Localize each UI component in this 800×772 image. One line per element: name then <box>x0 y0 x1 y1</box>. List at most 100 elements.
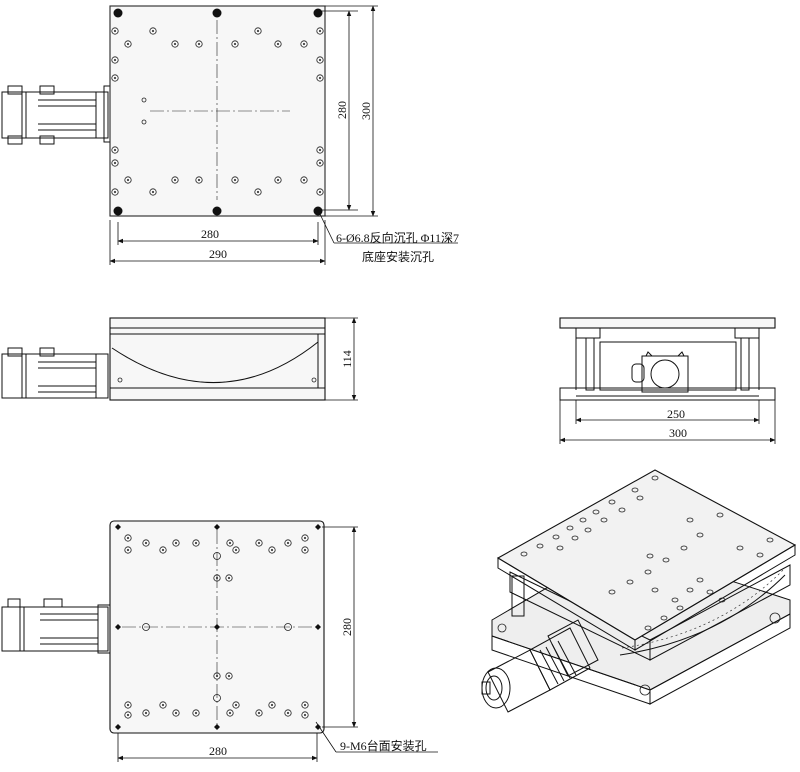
tapped-hole-center <box>127 537 129 539</box>
iso-hole <box>536 543 544 549</box>
tapped-hole-center <box>114 149 116 151</box>
iso-hole <box>696 532 704 538</box>
pin-hole <box>141 119 147 125</box>
tapped-hole-center <box>216 675 218 677</box>
iso-hole <box>651 587 659 593</box>
tapped-hole <box>316 56 324 64</box>
tapped-hole <box>124 40 132 48</box>
top-view-height-inner: 280 <box>335 101 349 119</box>
tapped-hole-center <box>257 30 259 32</box>
table-mount-hole <box>214 624 220 630</box>
tapped-hole <box>301 711 309 719</box>
tapped-hole-center <box>152 191 154 193</box>
tapped-hole <box>274 40 282 48</box>
pin-hole <box>141 97 147 103</box>
tapped-hole-center <box>319 59 321 61</box>
bottom-view: 280 280 9-M6台面安装孔 <box>1 520 438 762</box>
tapped-hole <box>231 176 239 184</box>
mount-hole <box>113 8 123 18</box>
iso-hole <box>571 535 579 541</box>
tapped-hole <box>268 546 276 554</box>
tapped-hole-center <box>229 542 231 544</box>
tapped-hole-center <box>216 577 218 579</box>
tapped-hole-center <box>235 549 237 551</box>
iso-hole <box>660 615 668 621</box>
tapped-hole-center <box>195 542 197 544</box>
tapped-hole <box>124 534 132 542</box>
tapped-hole <box>149 27 157 35</box>
tapped-hole-center <box>114 30 116 32</box>
top-view-height-outer: 300 <box>359 102 373 120</box>
iso-hole <box>631 487 639 493</box>
iso-hole <box>736 545 744 551</box>
tapped-hole <box>142 539 150 547</box>
tapped-hole-center <box>304 537 306 539</box>
iso-hole <box>718 597 726 603</box>
end-view-outer-width: 300 <box>669 426 687 440</box>
end-view-inner-width: 250 <box>667 407 685 421</box>
tapped-hole <box>111 74 119 82</box>
iso-hole <box>680 545 688 551</box>
tapped-hole-center <box>114 191 116 193</box>
tapped-hole <box>195 176 203 184</box>
side-view-body <box>109 317 326 401</box>
tapped-hole-center <box>114 59 116 61</box>
bottom-view-width: 280 <box>209 744 227 758</box>
iso-hole <box>696 577 704 583</box>
iso-hole <box>566 525 574 531</box>
iso-hole <box>584 527 592 533</box>
mount-hole <box>113 206 123 216</box>
tapped-hole <box>300 40 308 48</box>
tapped-hole-center <box>258 712 260 714</box>
tapped-hole <box>226 539 234 547</box>
iso-hole <box>671 597 679 603</box>
iso-top-holes <box>520 475 774 631</box>
bottom-view-note: 9-M6台面安装孔 <box>340 738 427 753</box>
tapped-hole <box>111 56 119 64</box>
tapped-hole <box>124 701 132 709</box>
top-view-width-inner: 280 <box>201 227 219 241</box>
tapped-hole <box>192 709 200 717</box>
tapped-hole-center <box>114 77 116 79</box>
tapped-hole-center <box>319 149 321 151</box>
mount-hole <box>313 206 323 216</box>
tapped-hole-center <box>195 712 197 714</box>
tapped-hole <box>149 188 157 196</box>
tapped-hole <box>255 709 263 717</box>
tapped-hole-center <box>304 549 306 551</box>
tapped-hole-center <box>175 542 177 544</box>
tapped-hole <box>301 701 309 709</box>
tapped-hole-center <box>277 43 279 45</box>
locating-hole <box>213 694 221 702</box>
side-view-motor <box>1 347 109 399</box>
iso-hole <box>636 495 644 501</box>
tapped-hole <box>111 159 119 167</box>
tapped-hole-center <box>277 179 279 181</box>
isometric-view <box>481 469 797 713</box>
tapped-hole-center <box>303 179 305 181</box>
iso-hole <box>520 551 528 557</box>
table-mount-hole <box>214 524 220 530</box>
tapped-hole-center <box>162 704 164 706</box>
iso-hole <box>644 569 652 575</box>
tapped-hole-center <box>319 162 321 164</box>
side-view: 114 <box>1 317 358 401</box>
iso-hole <box>662 557 670 563</box>
table-mount-hole <box>315 624 321 630</box>
tapped-hole-center <box>319 30 321 32</box>
tapped-hole-center <box>127 43 129 45</box>
iso-hole <box>676 605 684 611</box>
tapped-hole <box>171 40 179 48</box>
iso-motor <box>481 619 599 713</box>
tapped-hole-center <box>175 712 177 714</box>
tapped-hole <box>231 40 239 48</box>
table-mount-hole <box>315 524 321 530</box>
tapped-hole-center <box>234 43 236 45</box>
bottom-view-holes <box>115 524 321 730</box>
top-view: 280 290 280 300 6-Ø6.8反向沉孔 Φ11深7 底座安装沉孔 <box>1 5 459 265</box>
table-mount-hole <box>115 524 121 530</box>
tapped-hole-center <box>198 179 200 181</box>
tapped-hole <box>284 709 292 717</box>
table-mount-hole <box>115 624 121 630</box>
